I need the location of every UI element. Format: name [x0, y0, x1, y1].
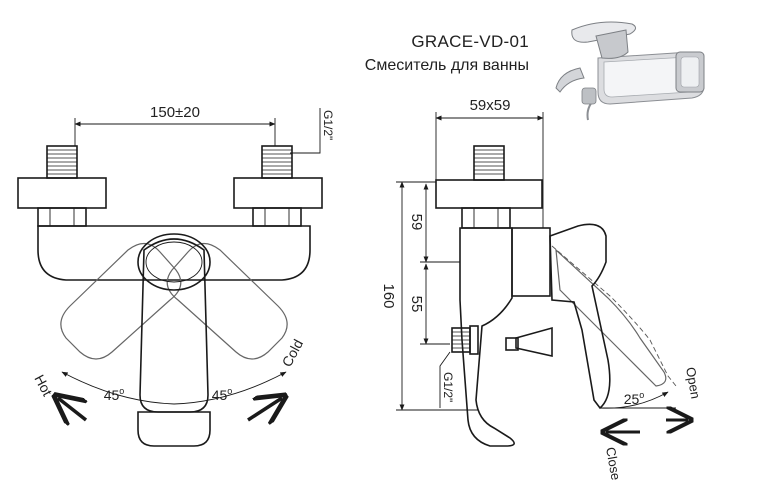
- side-view: 59x59 160 59 55: [380, 97, 703, 481]
- diverter-knob: [505, 326, 553, 357]
- angle-label-open: 25o: [624, 390, 645, 407]
- bottom-thread-connector: [451, 325, 479, 355]
- lever-side: [549, 223, 611, 410]
- left-inlet-connector: [17, 145, 107, 227]
- close-label: Close: [603, 446, 624, 481]
- front-view: 150±20 G1/2": [17, 104, 335, 447]
- lever-ghost-cold: [166, 242, 288, 360]
- dim-lower-label: 55: [408, 296, 425, 313]
- dim-total-height-label: 160: [380, 283, 397, 308]
- lever-ghost-open: [551, 245, 677, 387]
- lever-front: [139, 238, 209, 413]
- thread-leader-side: [439, 351, 451, 408]
- product-thumbnail: [555, 21, 705, 121]
- lever-side-open: [555, 248, 667, 387]
- thread-label-side: G1/2": [441, 372, 455, 402]
- angle-arc-cold: [173, 371, 287, 405]
- lever-ghost-hot: [60, 242, 182, 360]
- model-name: GRACE-VD-01: [411, 32, 529, 51]
- angle-label-hot: 45o: [104, 386, 125, 403]
- cold-direction-arrow: [247, 398, 282, 420]
- side-inlet-connector: [435, 145, 543, 229]
- thread-leader-front: [290, 108, 321, 154]
- hot-direction-arrow: [58, 398, 86, 420]
- angle-arc-hot: [61, 371, 175, 405]
- dim-upper-label: 59: [408, 214, 425, 231]
- lever-hub: [137, 233, 211, 291]
- cartridge-housing: [511, 227, 551, 297]
- cold-label: Cold: [279, 336, 307, 369]
- angle-label-cold: 45o: [212, 386, 233, 403]
- dim-spacing-label: 150±20: [150, 104, 200, 121]
- product-subtitle: Смеситель для ванны: [364, 57, 529, 74]
- spout-front: [137, 411, 211, 447]
- right-inlet-connector: [233, 145, 323, 227]
- mixer-body-front: [37, 225, 311, 281]
- dim-width-label: 59x59: [470, 97, 511, 114]
- mixer-body-side: [459, 227, 515, 447]
- hot-label: Hot: [31, 372, 55, 399]
- thread-label-front: G1/2": [321, 110, 335, 140]
- open-label: Open: [683, 366, 703, 400]
- title-block: GRACE-VD-01 Смеситель для ванны: [365, 30, 529, 78]
